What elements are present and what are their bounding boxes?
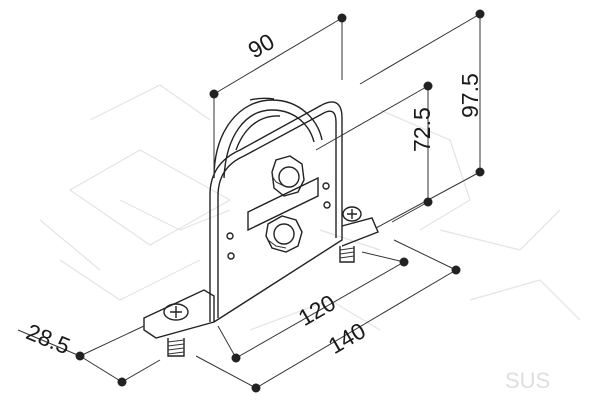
hole-icon xyxy=(322,182,330,190)
dimension-label-72-5: 72.5 xyxy=(409,107,435,152)
dimension-dot-icon xyxy=(117,377,127,387)
watermark-text: SUS xyxy=(505,368,550,393)
dimension-dot-icon xyxy=(231,353,241,363)
hex-bolt-icon xyxy=(265,215,303,253)
dimension-dot-icon xyxy=(451,265,461,275)
dimension-dot-icon xyxy=(251,383,261,393)
base-flange xyxy=(143,217,379,339)
dimension-28-5: 28.5 xyxy=(17,318,161,387)
bracket-plate xyxy=(209,101,343,323)
dimension-120: 120 xyxy=(217,251,409,363)
dimension-90: 90 xyxy=(209,13,347,178)
dimension-label-120: 120 xyxy=(294,289,340,331)
nut-icon xyxy=(271,155,305,197)
wheel-icon xyxy=(213,97,323,179)
dimension-dot-icon xyxy=(337,13,347,23)
screw-icon xyxy=(339,206,362,263)
dimension-label-90: 90 xyxy=(244,28,279,63)
dimension-dot-icon xyxy=(209,89,219,99)
screw-icon xyxy=(163,303,189,357)
dimension-label-140: 140 xyxy=(324,317,370,359)
ghost-background-drawing: SUS xyxy=(39,84,581,393)
hole-icon xyxy=(323,201,331,209)
dimension-dot-icon xyxy=(423,81,433,91)
dimension-dot-icon xyxy=(475,9,485,19)
dimension-dot-icon xyxy=(399,257,409,267)
hole-icon xyxy=(227,252,235,260)
dimension-label-28-5: 28.5 xyxy=(23,318,74,359)
dimension-dot-icon xyxy=(423,197,433,207)
hole-icon xyxy=(226,232,234,240)
dimension-dot-icon xyxy=(475,167,485,177)
dimension-72-5: 72.5 xyxy=(315,81,435,223)
dimension-dot-icon xyxy=(75,351,85,361)
dimension-label-97-5: 97.5 xyxy=(457,73,483,118)
